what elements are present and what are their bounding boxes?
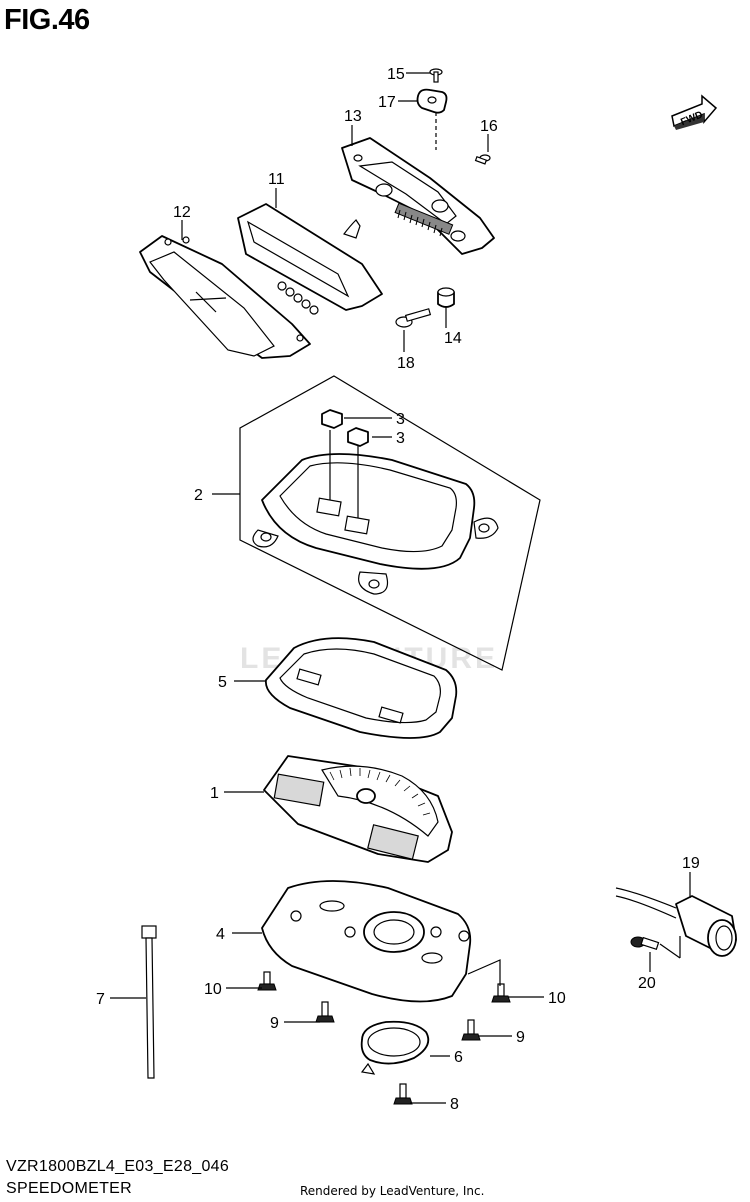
part-16-screw <box>474 154 491 165</box>
part-7-cable-tie <box>141 925 157 1079</box>
part-8-screw <box>393 1083 413 1105</box>
figure-title: FIG.46 <box>4 4 90 36</box>
callout-13: 13 <box>344 108 362 125</box>
callout-3b: 3 <box>396 430 405 447</box>
callout-10-right: 10 <box>548 990 566 1007</box>
part-5-gasket <box>265 637 458 739</box>
callout-7: 7 <box>96 991 105 1008</box>
forward-direction-icon: FWD <box>671 94 718 130</box>
part-19-speed-sensor <box>615 887 737 957</box>
part-6-plate <box>360 1020 430 1075</box>
part-2-upper-case <box>239 375 541 671</box>
callout-9-right: 9 <box>516 1029 525 1046</box>
part-1-meter-assembly <box>263 755 453 863</box>
assembly-name: SPEEDOMETER <box>6 1180 132 1197</box>
part-20-bolt <box>630 936 660 951</box>
callout-4: 4 <box>216 926 225 943</box>
callout-14: 14 <box>444 330 462 347</box>
callout-10-left: 10 <box>204 981 222 998</box>
part-11-display-unit <box>237 203 383 315</box>
part-10-screw-right <box>491 983 511 1003</box>
part-12-lens-cover <box>139 235 311 359</box>
callout-17: 17 <box>378 94 396 111</box>
callout-11: 11 <box>268 171 285 188</box>
part-9-screw-left <box>315 1001 335 1023</box>
callout-6: 6 <box>454 1049 463 1066</box>
callout-9-left: 9 <box>270 1015 279 1032</box>
callout-2: 2 <box>194 487 203 504</box>
callout-12: 12 <box>173 204 191 221</box>
model-code: VZR1800BZL4_E03_E28_046 <box>6 1158 230 1175</box>
part-14-grommet <box>437 287 455 308</box>
callout-3a: 3 <box>396 411 405 428</box>
part-10-screw-left <box>257 971 277 991</box>
callout-5: 5 <box>218 674 227 691</box>
render-credit: Rendered by LeadVenture, Inc. <box>300 1184 485 1198</box>
callout-8: 8 <box>450 1096 459 1113</box>
part-4-lower-case <box>261 880 472 1003</box>
leader-lines <box>110 72 691 1104</box>
callout-15: 15 <box>387 66 405 83</box>
callout-1: 1 <box>210 785 219 802</box>
part-18-bolt <box>395 308 432 328</box>
part-9-screw-right <box>461 1019 481 1041</box>
part-13-bracket <box>341 137 495 255</box>
callout-18: 18 <box>397 355 415 372</box>
callout-19: 19 <box>682 855 700 872</box>
part-17-clamp <box>416 88 448 114</box>
part-3-rubber-damper <box>321 409 369 447</box>
part-15-screw <box>429 68 443 83</box>
callout-20: 20 <box>638 975 656 992</box>
callout-16: 16 <box>480 118 498 135</box>
